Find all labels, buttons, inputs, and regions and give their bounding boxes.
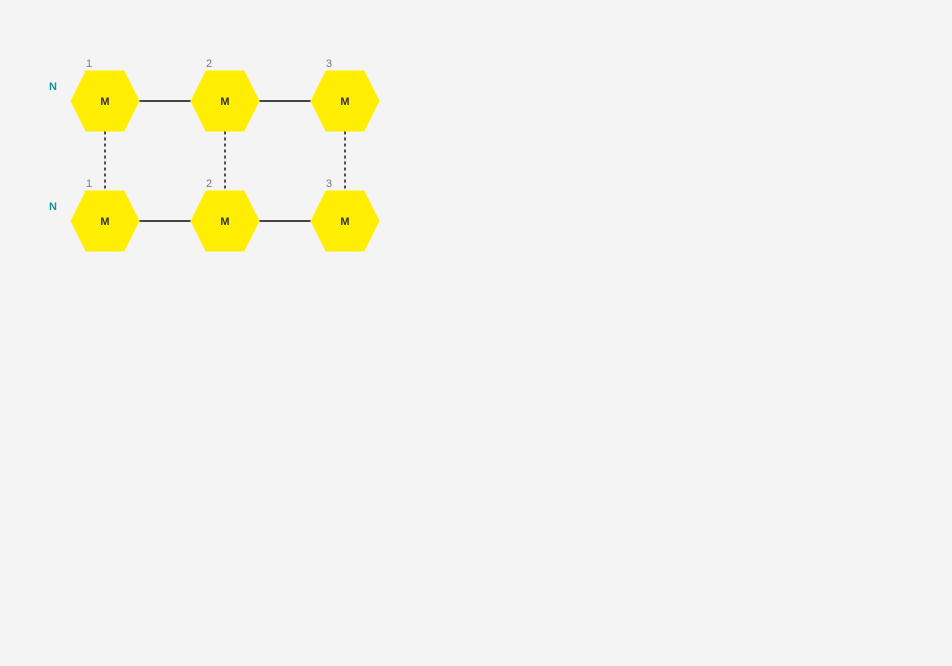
chain-1-monomer-1[interactable]: M xyxy=(70,70,140,132)
monomer-label: M xyxy=(340,216,349,228)
bonds-layer xyxy=(139,100,311,222)
monomer-hexagon[interactable] xyxy=(70,70,140,132)
monomers-layer: M M M M M M xyxy=(70,70,380,252)
monomer-position-label: 2 xyxy=(206,58,212,70)
monomer-hexagon[interactable] xyxy=(190,70,260,132)
monomer-label: M xyxy=(220,216,229,228)
monomer-position-label: 2 xyxy=(206,178,212,190)
monomer-hexagon[interactable] xyxy=(310,190,380,252)
monomer-position-label: 3 xyxy=(326,178,332,190)
monomer-hexagon[interactable] xyxy=(70,190,140,252)
chain-1-monomer-2[interactable]: M xyxy=(190,70,260,132)
monomer-position-label: 3 xyxy=(326,58,332,70)
monomer-label: M xyxy=(100,96,109,108)
chain-2-monomer-2[interactable]: M xyxy=(190,190,260,252)
monomer-position-label: 1 xyxy=(86,178,92,190)
chain-2-terminus-label: N xyxy=(49,201,57,213)
chain-1-terminus-label: N xyxy=(49,81,57,93)
monomer-label: M xyxy=(340,96,349,108)
chain-2-monomer-1[interactable]: M xyxy=(70,190,140,252)
monomer-position-label: 1 xyxy=(86,58,92,70)
monomer-hexagon[interactable] xyxy=(190,190,260,252)
chain-1-monomer-3[interactable]: M xyxy=(310,70,380,132)
monomer-hexagon[interactable] xyxy=(310,70,380,132)
monomer-label: M xyxy=(220,96,229,108)
crosslinks-layer xyxy=(104,131,346,191)
chain-2-monomer-3[interactable]: M xyxy=(310,190,380,252)
monomer-label: M xyxy=(100,216,109,228)
